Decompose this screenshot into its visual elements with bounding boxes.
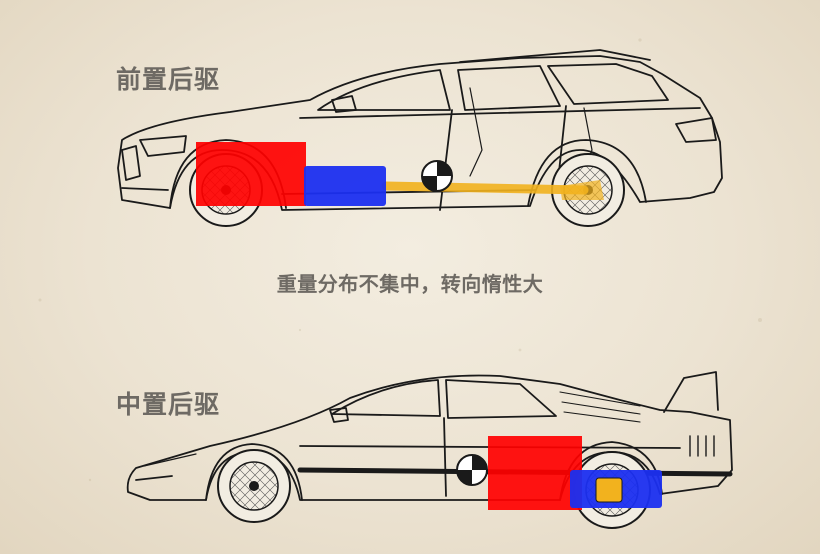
supercar-front-intake (135, 475, 173, 481)
wagon-driveshaft (381, 181, 589, 195)
wagon-taillight (675, 117, 717, 143)
wagon-front-seat (469, 87, 483, 177)
wagon-rear-window (547, 63, 669, 105)
center-of-gravity-icon (456, 454, 488, 486)
wagon-rear-arch (527, 139, 647, 207)
wagon-mirror (331, 95, 357, 113)
supercar-side-window (445, 379, 557, 419)
wagon-transmission-block (304, 166, 386, 206)
supercar-rear-wing (663, 371, 719, 413)
wagon-grille (121, 145, 141, 181)
supercar-rear-vents (689, 435, 715, 457)
supercar-engine-block (488, 436, 582, 510)
wagon-front-window (317, 69, 451, 111)
paper-texture (38, 38, 762, 482)
supercar-door-line (443, 417, 447, 497)
mid-engine-label: 中置后驱 (116, 390, 221, 419)
supercar-differential (595, 477, 623, 503)
supercar-front-arch (205, 443, 303, 501)
supercar-front-lamp (143, 453, 197, 467)
wagon-door-line-1 (439, 109, 453, 211)
supercar-rear-louvres (559, 391, 641, 423)
front-engine-label: 前置后驱 (116, 65, 221, 94)
center-of-gravity-icon (421, 160, 453, 192)
wheel-icon (217, 449, 291, 523)
wagon-engine-block (196, 142, 306, 206)
wagon-middle-window (457, 65, 561, 111)
wagon-headlight (139, 135, 187, 157)
wagon-car (117, 49, 723, 211)
supercar-mirror (329, 407, 349, 423)
wagon-beltline (299, 107, 701, 119)
supercar-windshield (331, 379, 441, 417)
wagon-bumper (121, 187, 169, 191)
wagon-roof-rail (459, 49, 651, 63)
diagram-caption: 重量分布不集中，转向惰性大 (276, 272, 544, 296)
